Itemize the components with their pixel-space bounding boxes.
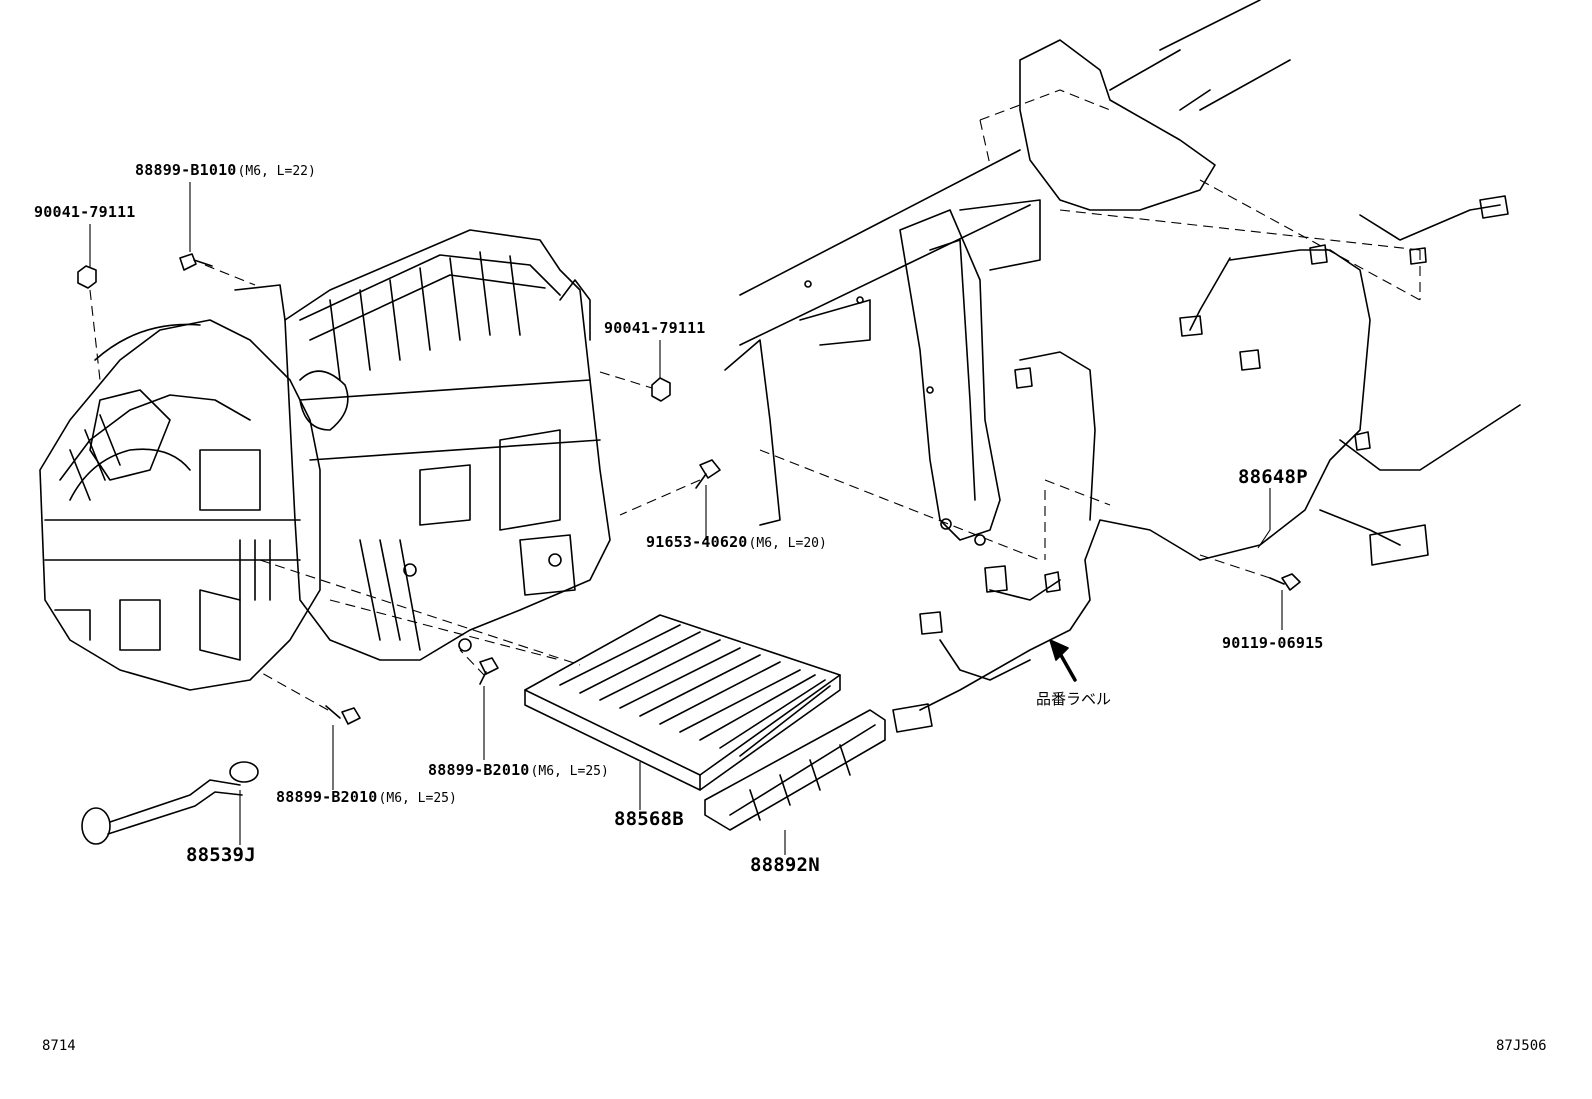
part-label-90119-06915: 90119-06915 [1222, 633, 1324, 652]
part-label-88892n: 88892N [750, 854, 820, 876]
part-spec: (M6, L=25) [530, 764, 609, 779]
label-arrow [1049, 639, 1077, 682]
instrument-panel-reinforcement [724, 0, 1291, 546]
part-number: 88648P [1238, 466, 1308, 488]
filter-cover-illustration [704, 709, 886, 831]
part-number: 91653-40620 [646, 533, 748, 551]
part-number: 88568B [614, 808, 684, 830]
part-number: 90119-06915 [1222, 634, 1324, 652]
part-label-88648p: 88648P [1238, 466, 1308, 488]
figure-number: 8714 [42, 1038, 76, 1054]
part-label-88568b: 88568B [614, 808, 684, 830]
part-label-90041-79111-left: 90041-79111 [34, 202, 136, 221]
drain-hose-illustration [81, 761, 259, 845]
part-spec: (M6, L=22) [237, 164, 316, 179]
wire-harness-illustration [892, 195, 1521, 733]
part-label-88899-b1010: 88899-B1010(M6, L=22) [135, 160, 316, 179]
part-number: 88892N [750, 854, 820, 876]
illustration-code: 87J506 [1496, 1038, 1547, 1054]
part-spec: (M6, L=20) [748, 536, 827, 551]
part-number: 88539J [186, 844, 256, 866]
part-label-90041-79111-right: 90041-79111 [604, 318, 706, 337]
part-number: 90041-79111 [604, 319, 706, 337]
part-label-88899-b2010-center: 88899-B2010(M6, L=25) [428, 760, 609, 779]
part-number: 88899-B2010 [276, 788, 378, 806]
part-label-88899-b2010-left: 88899-B2010(M6, L=25) [276, 787, 457, 806]
part-label-88539j: 88539J [186, 844, 256, 866]
part-number-label-callout: 品番ラベル [1036, 690, 1112, 708]
part-number: 88899-B2010 [428, 761, 530, 779]
part-number: 88899-B1010 [135, 161, 237, 179]
part-spec: (M6, L=25) [378, 791, 457, 806]
cabin-filter-illustration [524, 614, 841, 791]
part-leader-lines [89, 182, 1283, 855]
hvac-unit-illustration [39, 229, 611, 691]
part-label-91653-40620: 91653-40620(M6, L=20) [646, 532, 827, 551]
part-number: 90041-79111 [34, 203, 136, 221]
assembly-guide-lines [89, 89, 1421, 711]
